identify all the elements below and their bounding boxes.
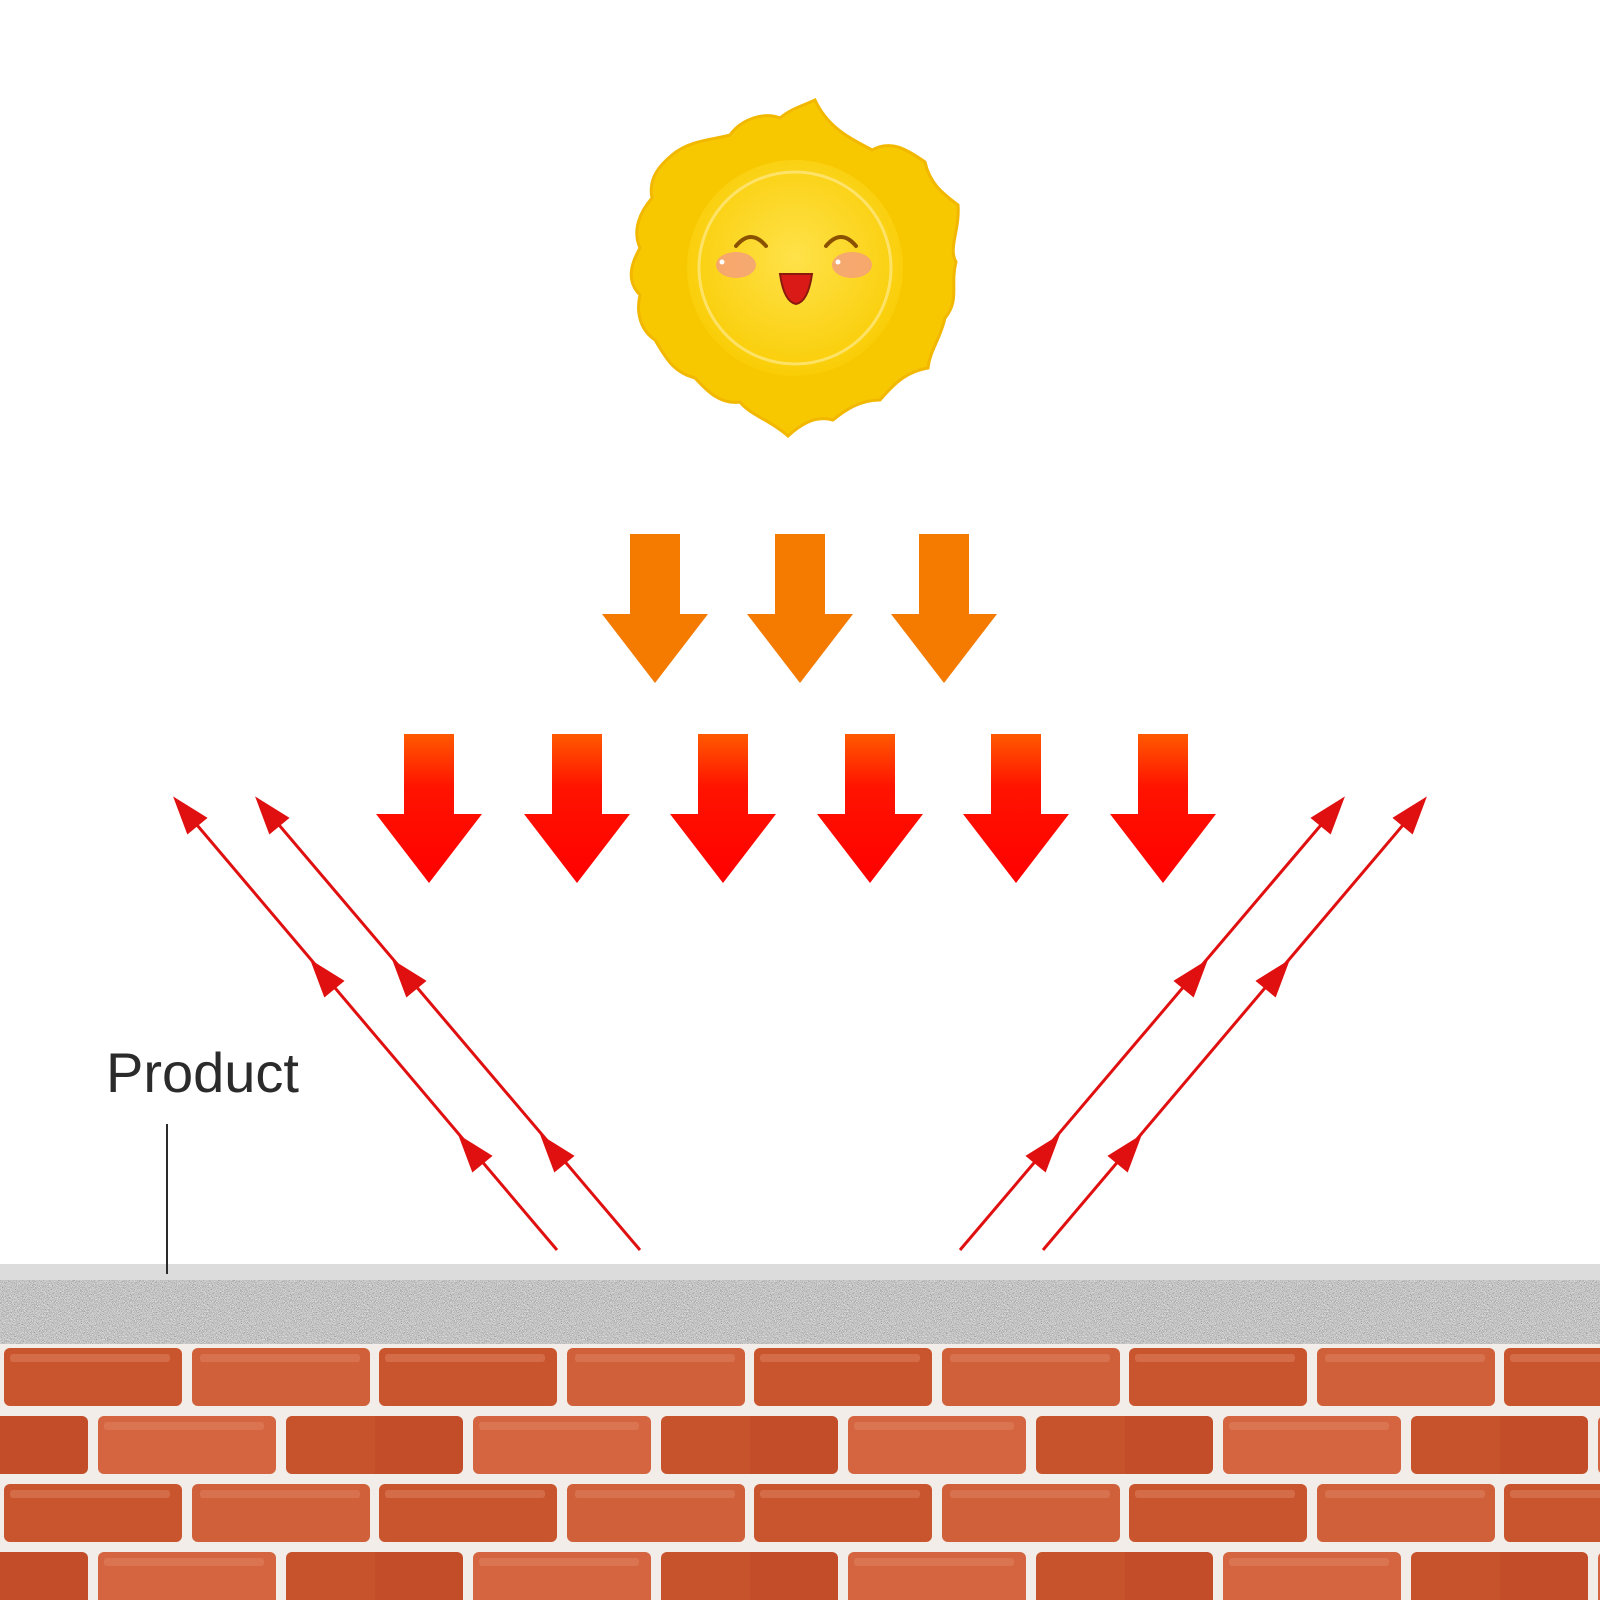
reflected-ray-right-outer [1041, 796, 1427, 1251]
sun-icon [629, 97, 960, 439]
sun-left-eye [734, 235, 768, 248]
red-arrow [524, 734, 630, 883]
product-coating-layer [0, 1264, 1600, 1344]
orange-arrows [602, 534, 997, 683]
sun-right-eye [824, 235, 858, 248]
orange-arrow [891, 534, 997, 683]
sun-left-cheek [716, 252, 756, 278]
reflected-rays [173, 796, 1427, 1251]
reflected-ray-right-inner [958, 796, 1345, 1251]
orange-arrow [602, 534, 708, 683]
reflected-ray-left-outer [173, 796, 559, 1251]
red-arrow [817, 734, 923, 883]
red-arrow [670, 734, 776, 883]
red-arrow [963, 734, 1069, 883]
product-label: Product [106, 1041, 299, 1104]
red-arrows [376, 734, 1216, 883]
orange-arrow [747, 534, 853, 683]
red-arrow [1110, 734, 1216, 883]
sun-face [687, 160, 903, 376]
sun-mouth [778, 272, 814, 306]
brick-wall [0, 1344, 1600, 1600]
reflected-ray-left-inner [255, 796, 642, 1251]
red-arrow [376, 734, 482, 883]
sun-right-cheek [832, 252, 872, 278]
product-leader-line [166, 1124, 168, 1274]
